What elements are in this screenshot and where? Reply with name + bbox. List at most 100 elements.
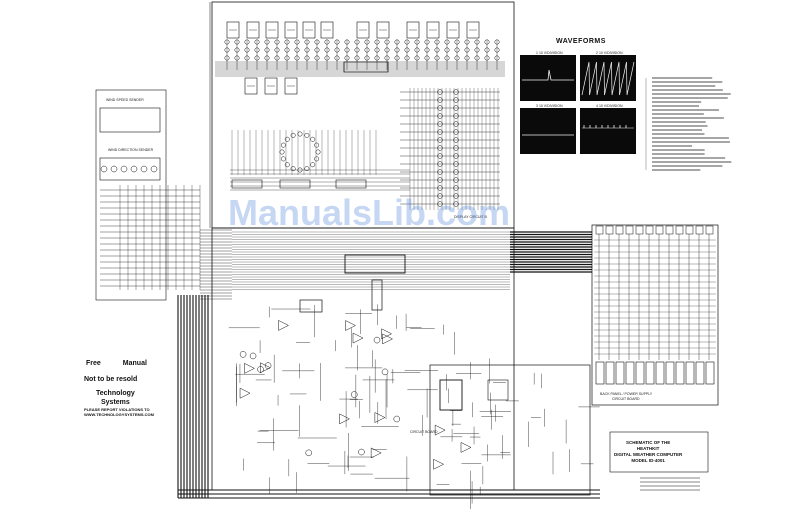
direction-led	[297, 131, 303, 137]
op-amp	[374, 412, 386, 423]
display-digit-3	[265, 21, 279, 39]
notice-not-resold: Not to be resold	[84, 376, 138, 383]
watermark: ManualsLib.com	[228, 192, 511, 233]
title-line3: DIGITAL WEATHER COMPUTER	[614, 452, 683, 457]
scope-3-division: 10 V/DIVISION	[538, 104, 563, 108]
title-line4: MODEL ID-4001	[631, 458, 665, 463]
back-panel-switch	[595, 225, 604, 235]
direction-led	[280, 156, 286, 162]
display-label: DISPLAY	[454, 215, 469, 219]
display-digit-1	[226, 21, 240, 39]
scope-screen-3	[520, 108, 576, 154]
main-ic	[371, 279, 383, 311]
back-panel-relay	[685, 361, 695, 385]
scope-2-division: 10 V/DIVISION	[598, 51, 623, 55]
display-digit-c3	[284, 77, 298, 95]
back-panel-switch	[615, 225, 624, 235]
scope-screen-4	[580, 108, 636, 154]
display-ic	[231, 179, 263, 189]
display-ic	[279, 179, 311, 189]
sender-switch	[150, 165, 158, 173]
transistor	[257, 366, 264, 373]
op-amp	[345, 320, 357, 331]
direction-led	[304, 132, 310, 138]
main-board-outline	[211, 227, 515, 491]
title-block-outline	[609, 431, 709, 473]
transistor	[381, 368, 389, 376]
display-digit-6	[320, 21, 334, 39]
notice-free-text: Free	[86, 360, 101, 367]
sender-switch	[120, 165, 128, 173]
scope-2-label: 2 10 V/DIVISION	[596, 51, 622, 55]
op-amp	[433, 458, 445, 470]
back-panel-relay	[675, 361, 685, 385]
display-digit-b6	[466, 21, 480, 39]
back-panel-relay	[665, 361, 675, 385]
wind-speed-label: WIND SPEED SENDER	[106, 98, 144, 102]
op-amp	[352, 332, 364, 344]
microprocessor-ic	[344, 254, 406, 274]
sender-switch	[110, 165, 118, 173]
back-panel-switch	[675, 225, 684, 235]
op-amp	[434, 424, 446, 436]
back-panel-relay	[635, 361, 645, 385]
direction-led	[304, 166, 310, 172]
transistor	[350, 391, 358, 398]
notice-report-line1: PLEASE REPORT VIOLATIONS TO	[84, 407, 150, 412]
display-digit-b5	[446, 21, 460, 39]
title-line2: HEATHKIT	[636, 446, 660, 451]
back-panel-relay	[655, 361, 665, 385]
notice-manual-text: Manual	[122, 360, 147, 367]
op-amp	[244, 362, 255, 374]
direction-led	[284, 162, 290, 168]
scope-2-number: 2	[596, 51, 598, 55]
sender-switch	[140, 165, 148, 173]
direction-led	[280, 142, 286, 148]
back-panel-switch	[625, 225, 634, 235]
transistor	[358, 448, 365, 456]
display-digit-c2	[264, 77, 278, 95]
direction-led	[310, 136, 316, 142]
title-line1: SCHEMATIC OF THE	[626, 440, 671, 445]
back-panel-label: BACK PANEL / POWER SUPPLY	[600, 392, 653, 396]
back-panel-relay	[625, 361, 635, 385]
back-panel-board-label: CIRCUIT BOARD	[612, 397, 640, 401]
notice-technology: Technology	[96, 390, 135, 397]
wind-direction-sender	[99, 157, 161, 181]
direction-led	[314, 156, 320, 162]
wind-direction-label: WIND DIRECTION SENDER	[108, 148, 154, 152]
back-panel-switch	[705, 225, 714, 235]
op-amp	[239, 387, 251, 399]
display-digit-b4	[426, 21, 440, 39]
scope-1-label: 1 10 V/DIVISION	[536, 51, 562, 55]
back-panel-switch	[695, 225, 704, 235]
op-amp	[382, 333, 394, 345]
op-amp	[339, 413, 351, 425]
op-amp	[370, 447, 382, 459]
direction-led	[279, 149, 285, 155]
back-panel-relay	[615, 361, 625, 385]
transistor	[239, 351, 247, 358]
wind-speed-sender	[99, 107, 161, 133]
display-digit-5	[302, 21, 316, 39]
op-amp	[278, 320, 290, 331]
notice-free: Free Manual	[86, 360, 147, 367]
back-panel-switch	[655, 225, 664, 235]
display-digit-2	[246, 21, 260, 39]
scope-3-label: 3 10 V/DIVISION	[536, 104, 562, 108]
direction-led	[315, 149, 321, 155]
back-panel-relay	[705, 361, 715, 385]
op-amp	[460, 441, 472, 453]
main-ic	[299, 299, 323, 313]
sender-outline	[95, 89, 167, 301]
sender-switch	[100, 165, 108, 173]
back-panel-board-outline	[591, 224, 719, 406]
transistor	[264, 362, 272, 369]
waveforms-title: WAVEFORMS	[556, 38, 606, 45]
back-panel-switch	[665, 225, 674, 235]
back-panel-switch	[635, 225, 644, 235]
scope-1-number: 1	[536, 51, 538, 55]
display-digit-b1	[356, 21, 370, 39]
